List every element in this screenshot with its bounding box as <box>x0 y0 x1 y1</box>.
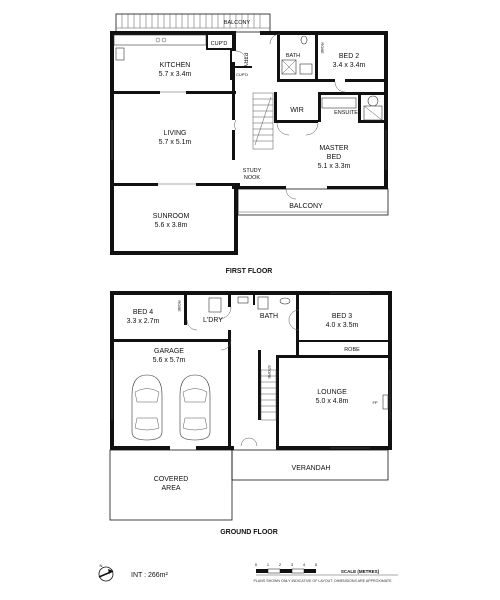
covered-area-label: COVERED <box>154 476 189 483</box>
first-floor-plan: BALCONY <box>110 13 389 275</box>
stairs-first <box>252 92 274 150</box>
lounge-dimensions: 5.0 x 4.8m <box>316 398 349 405</box>
store-label: STORE <box>267 365 272 379</box>
scale-tick-3: 3 <box>291 562 294 567</box>
robe-label-first: ROBE <box>320 42 325 54</box>
living-dimensions: 5.7 x 5.1m <box>159 139 192 146</box>
bath-label-ground: BATH <box>260 313 278 320</box>
covered-area-label-2: AREA <box>161 485 180 492</box>
ground-floor-plan: BED 4 3.3 x 2.7m ROBE L'DRY BATH BED 3 4… <box>109 291 392 536</box>
verandah-label: VERANDAH <box>292 465 331 472</box>
nook-label: NOOK <box>244 175 261 181</box>
covered-area <box>109 449 233 521</box>
scale-tick-2: 2 <box>279 562 282 567</box>
cupboard-2-label: CUP'D <box>236 72 248 77</box>
plan-footer: N INT : 266m² 0 1 2 3 4 5 SCALE (METRES)… <box>98 562 398 583</box>
master-bed-label-2: BED <box>327 154 341 161</box>
wir-label: WIR <box>290 107 304 114</box>
ground-floor-doors <box>186 306 300 447</box>
stairs-ground <box>260 369 277 421</box>
bed-3-dimensions: 4.0 x 3.5m <box>326 322 359 329</box>
ensuite-label: ENSUITE <box>334 110 358 116</box>
ground-fixtures <box>208 296 291 313</box>
north-label: N <box>100 563 103 568</box>
fireplace <box>382 394 389 410</box>
scale-tick-1: 1 <box>267 562 270 567</box>
scale-label: SCALE (METRES) <box>341 569 380 574</box>
first-floor-title: FIRST FLOOR <box>226 268 273 275</box>
robe-label-ground: ROBE <box>177 300 182 312</box>
kitchen-dimensions: 5.7 x 3.4m <box>159 71 192 78</box>
scale-tick-4: 4 <box>303 562 306 567</box>
study-label: STUDY <box>243 168 262 174</box>
scale-tick-5: 5 <box>315 562 318 567</box>
garage-car-right <box>179 374 211 441</box>
scale-tick-0: 0 <box>255 562 258 567</box>
sunroom-dimensions: 5.6 x 3.8m <box>155 222 188 229</box>
bed-4-label: BED 4 <box>133 309 153 316</box>
kitchen-label: KITCHEN <box>160 62 191 69</box>
north-arrow-icon <box>98 566 114 582</box>
ground-floor-windows <box>111 292 391 449</box>
internal-area: INT : 266m² <box>131 572 168 579</box>
laundry-label: L'DRY <box>203 317 223 324</box>
lounge-label: LOUNGE <box>317 389 347 396</box>
bed-4-dimensions: 3.3 x 2.7m <box>127 318 160 325</box>
kitchen-bench <box>113 34 207 61</box>
garage-dimensions: 5.6 x 5.7m <box>153 357 186 364</box>
first-floor-windows <box>111 91 387 254</box>
balcony-mid-label: BALCONY <box>289 203 323 210</box>
cupboard-label: CUP'D <box>211 41 228 47</box>
bath-fixtures <box>281 35 383 121</box>
bed-2-label: BED 2 <box>339 53 359 60</box>
fireplace-label: FP <box>372 400 377 405</box>
bed-3-label: BED 3 <box>332 313 352 320</box>
first-floor-doors <box>234 33 346 200</box>
balcony-top-label: BALCONY <box>224 20 251 26</box>
garage-car-left <box>131 374 163 441</box>
scale-bar <box>256 568 398 576</box>
master-bed-label: MASTER <box>319 145 348 152</box>
master-bed-dimensions: 5.1 x 3.3m <box>318 163 351 170</box>
living-label: LIVING <box>164 130 187 137</box>
balcony-top: BALCONY <box>115 13 271 33</box>
garage-label: GARAGE <box>154 348 184 355</box>
ground-floor-title: GROUND FLOOR <box>220 529 278 536</box>
pantry-label: PTRY <box>242 53 248 68</box>
disclaimer: PLANS SHOWN ONLY INDICATIVE OF LAYOUT. D… <box>253 579 392 583</box>
sunroom-label: SUNROOM <box>153 213 190 220</box>
bed-2-dimensions: 3.4 x 3.4m <box>333 62 366 69</box>
bath-label-first: BATH <box>286 53 300 59</box>
robe-2-label-ground: ROBE <box>344 347 360 353</box>
